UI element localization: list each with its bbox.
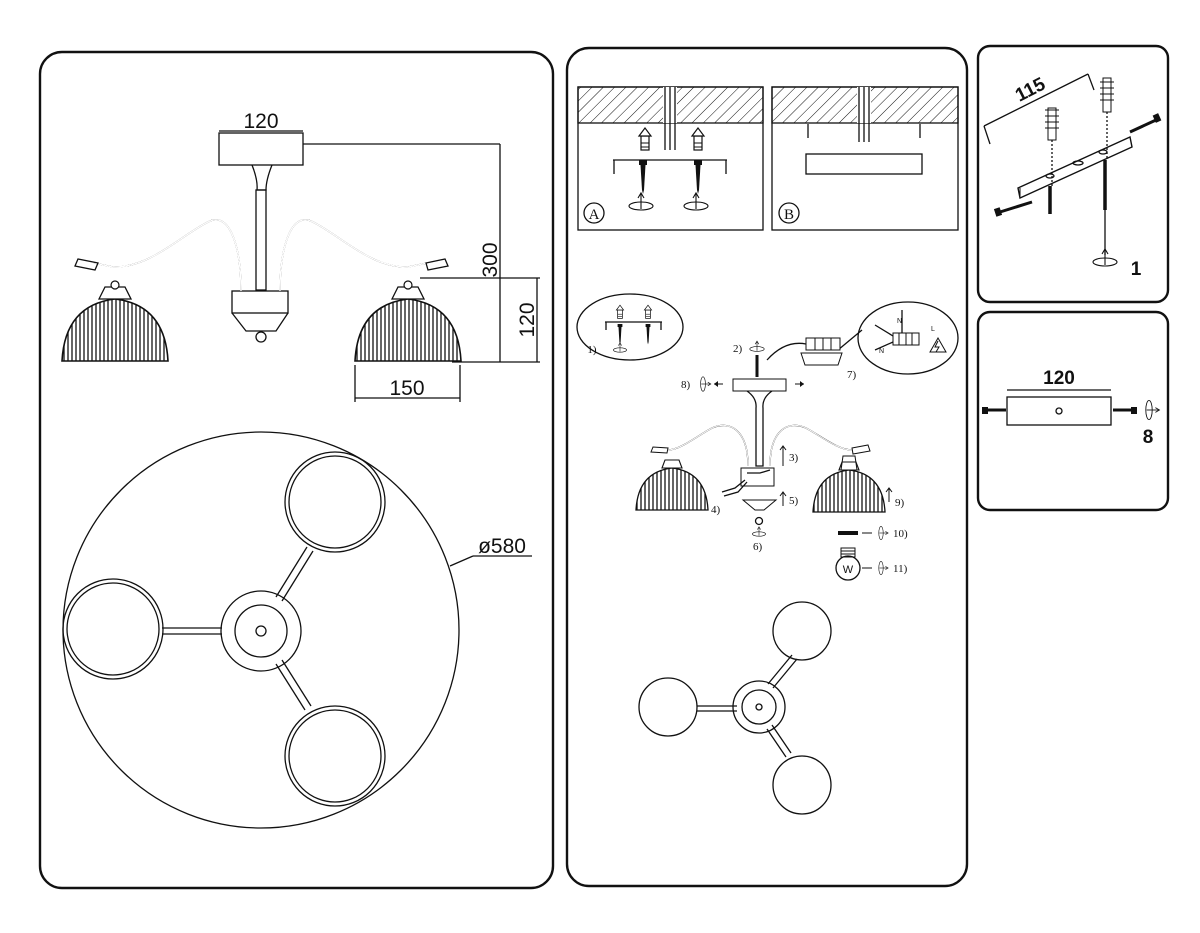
- step-10-label: 10): [893, 528, 908, 540]
- step-7-label: 7): [847, 369, 857, 381]
- canopy-panel: 120 8: [976, 310, 1170, 512]
- wire-earth-label: N: [897, 318, 902, 325]
- assembly-top-view: [638, 601, 832, 815]
- shade-height-label: 120: [516, 302, 539, 337]
- bracket-step-label: 1: [1131, 259, 1142, 280]
- wire-neutral-label: N: [879, 348, 884, 355]
- step-6-label: 6): [753, 541, 763, 553]
- wire-live-label: L: [931, 326, 935, 333]
- step-3-label: 3): [789, 452, 799, 464]
- bracket-spacing-label: 115: [1012, 74, 1049, 107]
- step-4-label: 4): [711, 504, 721, 516]
- diameter-label: ø580: [478, 535, 526, 558]
- chandelier-top-view: ø580: [62, 431, 532, 829]
- dimensions-panel: 120 300 120 150: [38, 50, 555, 890]
- wiring-detail-bubble: L N N: [837, 301, 959, 375]
- canopy-width-label: 120: [243, 110, 278, 133]
- exploded-assembly: 7) 2) 8): [635, 337, 908, 581]
- canopy-panel-width-label: 120: [1043, 368, 1075, 389]
- canopy-step-label: 8: [1143, 427, 1154, 448]
- ceiling-option-b: B: [771, 86, 959, 231]
- option-b-label: B: [784, 207, 794, 223]
- overall-height-label: 300: [479, 242, 502, 277]
- electric-hazard-icon: [934, 340, 940, 353]
- bulb-symbol: W: [843, 564, 854, 576]
- chandelier-side-view: [61, 132, 462, 362]
- assembly-panel: A B 1): [565, 46, 969, 888]
- option-a-label: A: [589, 207, 600, 223]
- bracket-panel: 115 1: [976, 44, 1170, 304]
- ceiling-option-a: A: [577, 86, 764, 231]
- step-11-label: 11): [893, 563, 908, 575]
- step-1-label: 1): [587, 344, 597, 356]
- step-1-bubble: 1): [576, 293, 684, 361]
- step-5-label: 5): [789, 495, 799, 507]
- shade-width-label: 150: [389, 377, 424, 400]
- dimension-lines: 120 300 120 150: [219, 110, 540, 402]
- step-8-label: 8): [681, 379, 691, 391]
- step-2-label: 2): [733, 343, 743, 355]
- step-9-label: 9): [895, 497, 905, 509]
